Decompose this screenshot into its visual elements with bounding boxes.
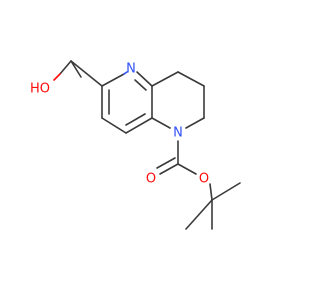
- bond-carbonyl-o-double-1: [159, 163, 179, 175]
- bond-c8-c7: [101, 117, 127, 134]
- bond-c4-c3: [177, 71, 205, 87]
- bond-n5-c4a-double: [134, 79, 147, 91]
- carbonyl-oxygen-label: O: [146, 172, 156, 187]
- bond-methyl-choh: [70, 60, 82, 78]
- bond-c6-n5: [101, 73, 125, 87]
- ring-nitrogen-top-label: N: [126, 62, 136, 77]
- bond-choh-c6: [70, 60, 103, 87]
- bond-carbonyl-oester: [177, 163, 197, 175]
- atom-labels: HO N N O O: [30, 62, 209, 187]
- bond-c4a-c4: [151, 71, 179, 87]
- bond-c8a-c8-double: [125, 113, 146, 126]
- bonds: [53, 60, 241, 230]
- bond-choh-oh: [59, 60, 72, 75]
- ring-nitrogen-carbamate-label: N: [173, 126, 183, 141]
- bond-c8a-c8: [125, 117, 153, 134]
- bond-c2-n1: [185, 117, 205, 129]
- bond-ctert-ch3-left: [185, 199, 213, 230]
- bond-oester-ctert: [209, 183, 213, 201]
- bond-ctert-ch3-right: [211, 182, 241, 201]
- bond-oh-color: [53, 73, 61, 81]
- bond-n5-label-left: [123, 71, 128, 75]
- bond-n1-c8a: [151, 117, 171, 129]
- hydroxyl-label: HO: [30, 82, 50, 97]
- bond-carbonyl-o-double-2: [156, 157, 176, 169]
- molecule-structure-diagram: HO N N O O: [30, 60, 241, 230]
- ester-oxygen-label: O: [199, 172, 209, 187]
- bond-n5-c4a: [136, 71, 153, 87]
